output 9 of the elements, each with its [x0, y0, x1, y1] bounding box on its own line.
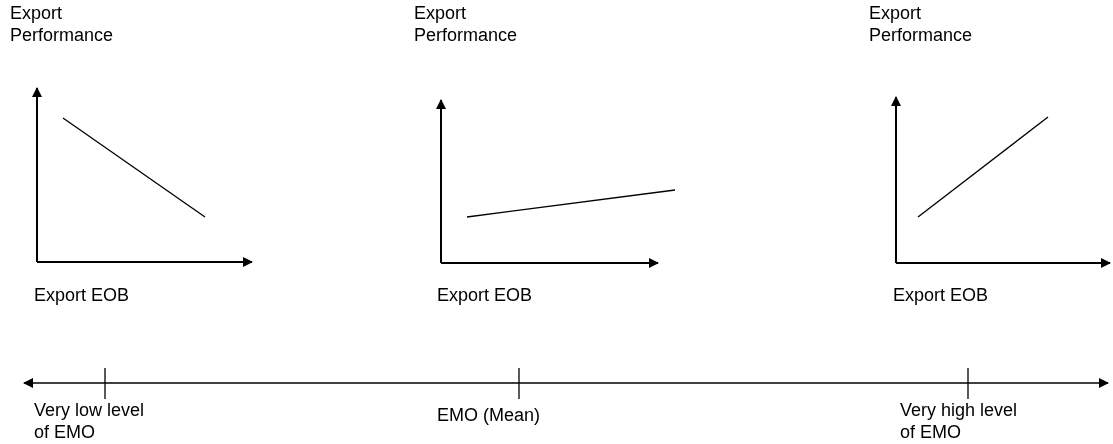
axis-title: Export EOB: [437, 284, 534, 306]
scale-label: Very low level of EMO: [34, 399, 146, 443]
axis-title: Export Performance: [10, 2, 115, 46]
axis-title: Export EOB: [34, 284, 131, 306]
axis-title: Export EOB: [893, 284, 990, 306]
scale-label: Very high level of EMO: [900, 399, 1019, 443]
scale-label: EMO (Mean): [437, 404, 542, 426]
axis-title: Export Performance: [869, 2, 974, 46]
axis-title: Export Performance: [414, 2, 519, 46]
